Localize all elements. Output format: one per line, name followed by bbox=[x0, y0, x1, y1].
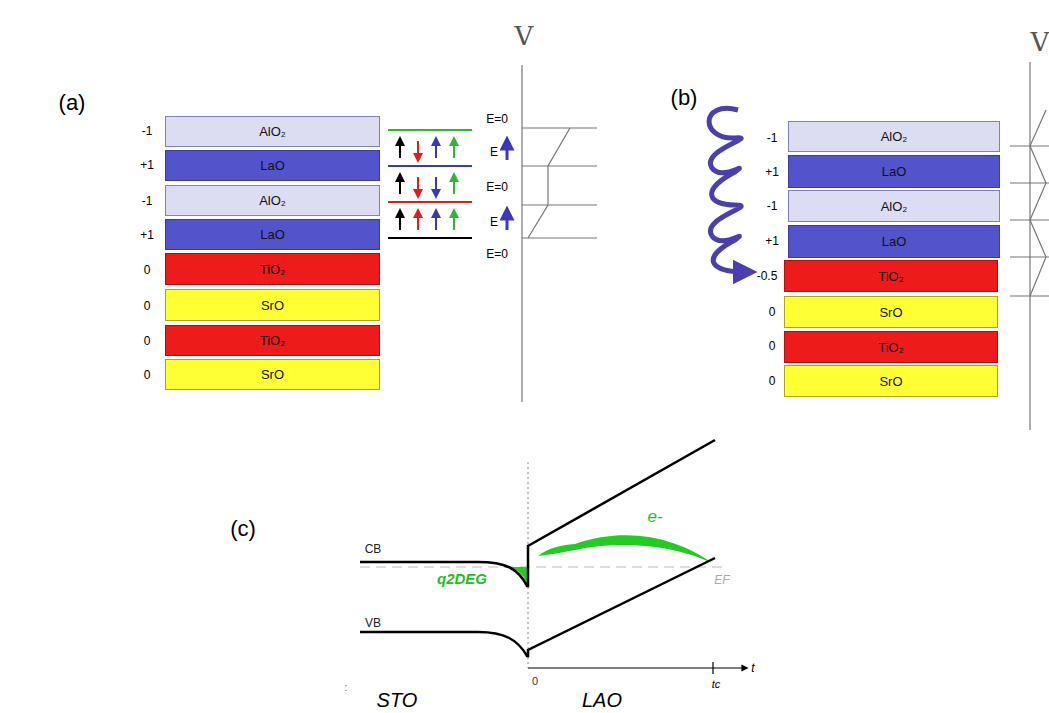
layer-box: AlO₂ bbox=[165, 185, 380, 216]
charge-label: +1 bbox=[765, 235, 779, 247]
axis-tick: 0 bbox=[532, 676, 538, 687]
layer-box: LaO bbox=[165, 219, 380, 250]
material-label: STO bbox=[377, 690, 418, 710]
energy-label: E=0 bbox=[486, 248, 508, 260]
potential-plot bbox=[522, 65, 597, 402]
energy-label: E bbox=[490, 146, 498, 158]
layer-box: SrO bbox=[784, 365, 998, 397]
layer-name: SrO bbox=[261, 298, 284, 313]
layer-box: AlO₂ bbox=[165, 116, 380, 147]
layer-name: AlO₂ bbox=[259, 193, 286, 208]
layer-box: TiO₂ bbox=[165, 253, 380, 285]
axis-label: t bbox=[751, 662, 754, 674]
layer-box: LaO bbox=[165, 150, 380, 181]
charge-label: 0 bbox=[144, 264, 151, 276]
q2deg-label: q2DEG bbox=[437, 571, 487, 586]
spin-arrows bbox=[400, 141, 507, 230]
axis-tick: tc bbox=[712, 679, 721, 690]
charge-label: +1 bbox=[140, 159, 154, 171]
charge-label: 0 bbox=[769, 375, 776, 387]
charge-label: 0 bbox=[769, 340, 776, 352]
charge-label: +1 bbox=[140, 229, 154, 241]
layer-box: AlO₂ bbox=[788, 121, 1000, 152]
layer-name: TiO₂ bbox=[260, 333, 286, 348]
energy-label: E bbox=[490, 216, 498, 228]
charge-label: -0.5 bbox=[757, 270, 778, 282]
layer-box: LaO bbox=[788, 155, 1000, 188]
layer-name: SrO bbox=[879, 374, 902, 389]
charge-label: 0 bbox=[144, 300, 151, 312]
layer-name: TiO₂ bbox=[260, 262, 286, 277]
band-label: VB bbox=[365, 617, 381, 629]
layer-name: LaO bbox=[882, 164, 907, 179]
energy-levels bbox=[388, 130, 472, 238]
electron-transfer-arrow bbox=[709, 108, 745, 272]
charge-label: 0 bbox=[144, 369, 151, 381]
energy-label: E=0 bbox=[486, 113, 508, 125]
layer-box: LaO bbox=[788, 225, 1000, 258]
layer-name: TiO₂ bbox=[878, 269, 904, 284]
charge-label: 0 bbox=[769, 306, 776, 318]
charge-label: +1 bbox=[765, 166, 779, 178]
panel-label: (a) bbox=[59, 92, 86, 114]
charge-label: -1 bbox=[142, 195, 153, 207]
fermi-label: EF bbox=[714, 574, 729, 586]
layer-name: TiO₂ bbox=[878, 340, 904, 355]
charge-label: 0 bbox=[144, 335, 151, 347]
layer-box: AlO₂ bbox=[788, 190, 1000, 222]
layer-box: SrO bbox=[165, 359, 380, 390]
band-diagram bbox=[360, 440, 745, 674]
layer-box: SrO bbox=[165, 289, 380, 321]
layer-name: SrO bbox=[879, 305, 902, 320]
layer-box: SrO bbox=[784, 296, 998, 328]
potential-plot bbox=[1010, 62, 1049, 430]
charge-label: -1 bbox=[767, 132, 778, 144]
material-label: LAO bbox=[582, 690, 622, 710]
panel-label: (b) bbox=[671, 87, 698, 109]
layer-box: TiO₂ bbox=[784, 260, 998, 292]
layer-name: AlO₂ bbox=[881, 199, 908, 214]
panel-label: (c) bbox=[230, 518, 256, 540]
layer-name: AlO₂ bbox=[259, 124, 286, 139]
electron-label: e- bbox=[647, 508, 662, 525]
axis-label: V bbox=[515, 23, 534, 49]
layer-box: TiO₂ bbox=[165, 325, 380, 356]
layer-name: LaO bbox=[882, 234, 907, 249]
mark: : bbox=[345, 683, 348, 693]
energy-label: E=0 bbox=[486, 181, 508, 193]
charge-label: -1 bbox=[142, 125, 153, 137]
layer-name: LaO bbox=[260, 158, 285, 173]
layer-name: AlO₂ bbox=[881, 129, 908, 144]
layer-name: SrO bbox=[261, 367, 284, 382]
charge-label: -1 bbox=[767, 200, 778, 212]
layer-box: TiO₂ bbox=[784, 331, 998, 363]
axis-label: V bbox=[1031, 29, 1049, 55]
band-label: CB bbox=[365, 543, 382, 555]
layer-name: LaO bbox=[260, 227, 285, 242]
